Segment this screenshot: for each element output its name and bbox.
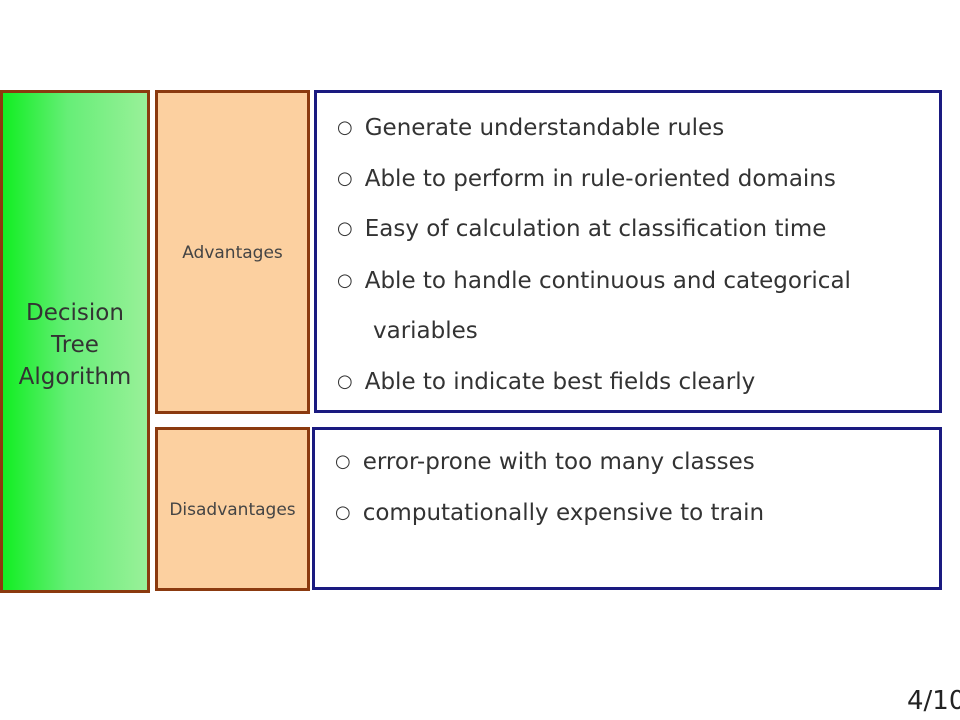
disadvantage-item-1: ○ error-prone with too many classes [335, 449, 755, 475]
bullet-icon: ○ [337, 168, 353, 189]
main-label-line-1: Decision [26, 300, 124, 326]
bullet-icon: ○ [335, 451, 351, 472]
bullet-icon: ○ [337, 371, 353, 392]
decision-tree-algorithm-label: Decision Tree Algorithm [3, 297, 147, 393]
advantage-text-4: Able to handle continuous and categorica… [364, 268, 851, 294]
disadvantage-text-2: computationally expensive to train [362, 500, 765, 526]
disadvantages-label: Disadvantages [169, 500, 296, 520]
advantages-label: Advantages [182, 243, 283, 263]
main-label-line-3: Algorithm [18, 364, 132, 390]
disadvantages-list-box: ○ error-prone with too many classes ○ comp… [312, 427, 942, 590]
disadvantage-item-2: ○ computationally expensive to train [335, 500, 764, 526]
advantage-item-2: ○ Able to perform in rule-oriented domain… [337, 166, 836, 192]
advantage-item-5: ○ Able to indicate best fields clearly [337, 369, 755, 395]
advantage-item-4: ○ Able to handle continuous and categoric… [337, 268, 851, 294]
page-number: 4/10 [907, 686, 960, 716]
advantage-text-3: Easy of calculation at classification ti… [364, 216, 827, 242]
advantages-list-box: ○ Generate understandable rules ○ Able to … [314, 90, 942, 413]
advantage-text-2: Able to perform in rule-oriented domains [364, 166, 836, 192]
bullet-icon: ○ [335, 502, 351, 523]
advantage-text-1: Generate understandable rules [364, 115, 725, 141]
bullet-icon: ○ [337, 117, 353, 138]
advantage-item-1: ○ Generate understandable rules [337, 115, 724, 141]
advantage-item-3: ○ Easy of calculation at classification t… [337, 216, 826, 242]
disadvantages-category-box: Disadvantages [155, 427, 310, 591]
disadvantage-text-1: error-prone with too many classes [362, 449, 755, 475]
decision-tree-algorithm-box: Decision Tree Algorithm [0, 90, 150, 593]
bullet-icon: ○ [337, 218, 353, 239]
advantage-text-4-continued: variables [373, 318, 478, 344]
advantages-category-box: Advantages [155, 90, 310, 414]
advantage-item-4-continued: variables [373, 318, 478, 344]
bullet-icon: ○ [337, 270, 353, 291]
main-label-line-2: Tree [51, 332, 99, 358]
advantage-text-5: Able to indicate best fields clearly [364, 369, 756, 395]
